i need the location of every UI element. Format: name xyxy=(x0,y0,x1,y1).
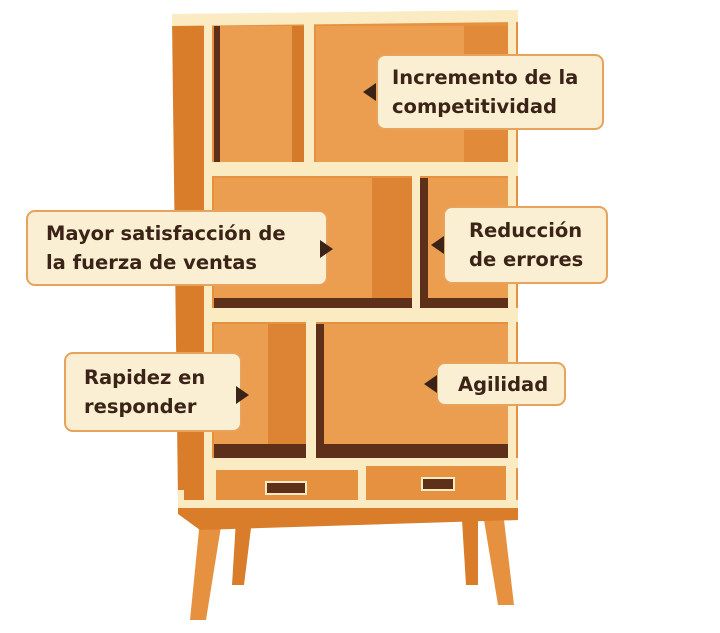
callout-competitividad: Incremento de la competitividad xyxy=(376,54,604,130)
top-trim xyxy=(172,10,518,26)
bottom-trim xyxy=(178,500,518,508)
shelf-2 xyxy=(204,308,518,322)
pointer-left-icon xyxy=(424,375,437,393)
compartment-top-left xyxy=(214,26,304,162)
callout-satisfaccion: Mayor satisfacción de la fuerza de venta… xyxy=(26,210,328,286)
pointer-right-icon xyxy=(320,240,333,258)
shelf-3 xyxy=(204,458,518,468)
leg-back-left xyxy=(232,520,252,585)
shelf-1 xyxy=(204,162,518,176)
leg-front-right xyxy=(484,520,514,605)
pointer-left-icon xyxy=(363,83,376,101)
drawer-right-handle xyxy=(421,477,455,491)
callout-satisfaccion-text: Mayor satisfacción de la fuerza de venta… xyxy=(46,222,286,274)
callout-errores: Reducción de errores xyxy=(443,206,608,284)
callout-agilidad-text: Agilidad xyxy=(458,372,549,396)
callout-errores-text: Reducción de errores xyxy=(469,219,584,271)
leg-front-left xyxy=(190,520,222,620)
drawer-left-handle xyxy=(265,481,307,495)
callout-rapidez-text: Rapidez en responder xyxy=(84,366,206,418)
pointer-right-icon xyxy=(236,386,249,404)
callout-competitividad-text: Incremento de la competitividad xyxy=(392,66,579,118)
leg-back-right xyxy=(462,520,478,585)
callout-agilidad: Agilidad xyxy=(436,362,566,406)
pointer-left-icon xyxy=(431,236,444,254)
callout-rapidez: Rapidez en responder xyxy=(64,352,242,432)
